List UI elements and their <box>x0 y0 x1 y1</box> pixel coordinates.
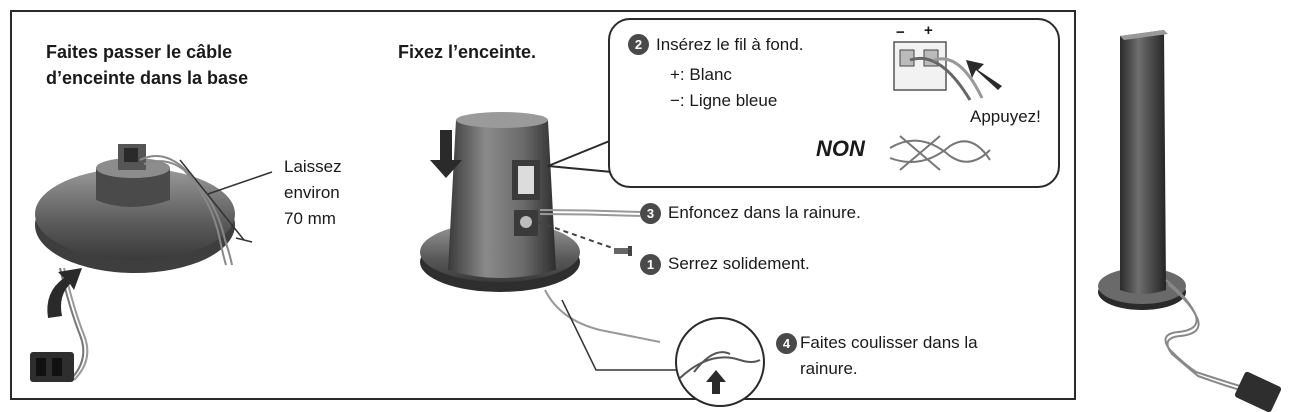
terminal-minus-label: − <box>896 24 905 41</box>
down-arrow-icon <box>430 130 462 178</box>
leader-line <box>561 299 676 371</box>
step-1-text: Serrez solidement. <box>668 254 810 273</box>
step-3-badge: 3 <box>640 203 661 224</box>
length-note-line3: 70 mm <box>284 209 336 228</box>
speaker-cable-right <box>1164 279 1241 391</box>
step-3-text: Enfoncez dans la rainure. <box>668 203 861 222</box>
plug-icon-right <box>1234 371 1282 412</box>
plug-icon <box>30 352 74 382</box>
step-2-text: Insérez le fil à fond. <box>656 35 804 54</box>
speaker-wire <box>539 209 661 343</box>
callout-pointer <box>547 139 613 173</box>
leader-line <box>207 171 273 195</box>
step-1-badge: 1 <box>640 254 661 275</box>
cable-illustration <box>59 155 233 381</box>
magnified-groove-illustration <box>675 317 765 407</box>
step-4-text-line2: rainure. <box>800 359 858 378</box>
plus-label: +: Blanc <box>670 65 732 84</box>
middle-heading: Fixez l’enceinte. <box>398 42 537 62</box>
minus-label: −: Ligne bleue <box>670 91 778 110</box>
length-note-line1: Laissez <box>284 157 342 176</box>
assembled-speaker-illustration <box>1098 30 1186 310</box>
terminal-plus-label: + <box>924 22 933 39</box>
left-heading-line2: d’enceinte dans la base <box>46 68 249 88</box>
step-4-badge: 4 <box>776 333 797 354</box>
screw-icon <box>614 246 632 256</box>
speaker-post-illustration <box>420 112 580 292</box>
length-note-line2: environ <box>284 183 340 202</box>
instruction-frame <box>10 10 1076 400</box>
left-heading-line1: Faites passer le câble <box>46 42 233 62</box>
terminal-callout: 2 Insérez le fil à fond. +: Blanc −: Lig… <box>608 18 1060 188</box>
step-4-text-line1: Faites coulisser dans la <box>800 333 978 352</box>
terminal-illustration <box>889 41 1002 171</box>
press-label: Appuyez! <box>970 107 1041 126</box>
step-2-badge: 2 <box>628 34 649 55</box>
stand-base-illustration <box>35 144 235 273</box>
screw-guide <box>537 221 625 253</box>
no-label: NON <box>816 136 865 161</box>
curved-arrow-icon <box>47 268 82 318</box>
